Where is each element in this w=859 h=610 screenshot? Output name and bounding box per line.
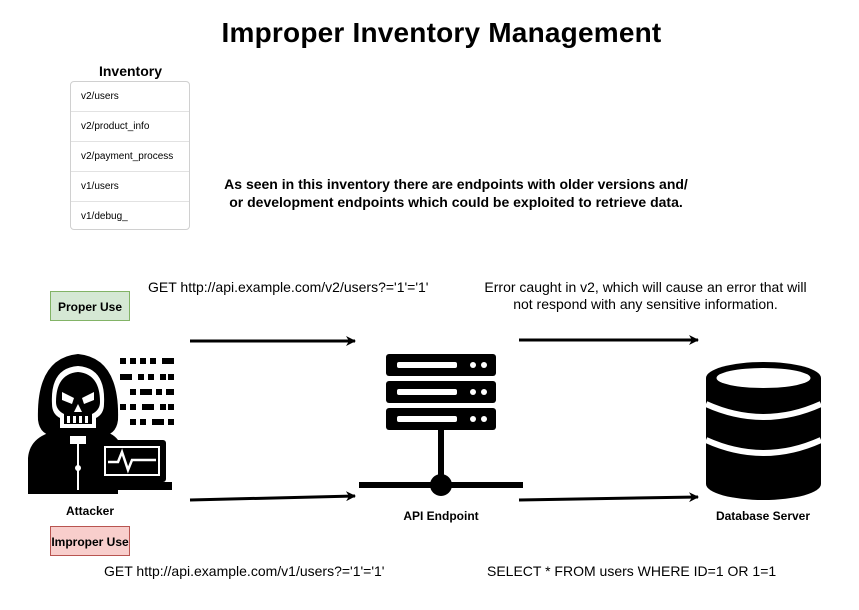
improper-use-tag: Improper Use bbox=[50, 526, 130, 556]
inventory-heading: Inventory bbox=[98, 63, 162, 79]
inventory-item-v1-debug: v1/debug_ bbox=[81, 211, 128, 222]
api-endpoint-label: API Endpoint bbox=[403, 509, 479, 523]
inventory-item-v2-users: v2/users bbox=[71, 82, 189, 112]
database-server-label: Database Server bbox=[715, 509, 811, 523]
attacker-label: Attacker bbox=[65, 504, 115, 518]
proper-response-text: Error caught in v2, which will cause an … bbox=[478, 279, 813, 313]
inventory-note-line1: As seen in this inventory there are endp… bbox=[224, 176, 688, 192]
arrow-attacker-to-api-improper bbox=[189, 491, 356, 502]
proper-use-tag: Proper Use bbox=[50, 291, 130, 321]
proper-response-line1: Error caught in v2, which will cause an … bbox=[484, 279, 807, 295]
arrow-api-to-db-improper bbox=[518, 492, 699, 503]
hacker-icon bbox=[28, 354, 174, 494]
inventory-note-line2: or development endpoints which could be … bbox=[229, 194, 683, 210]
improper-request-text: GET http://api.example.com/v1/users?='1'… bbox=[104, 563, 385, 579]
inventory-list: v2/users v2/product_info v2/payment_proc… bbox=[70, 81, 190, 230]
proper-response-line2: not respond with any sensitive informati… bbox=[513, 296, 778, 312]
improper-query-text: SELECT * FROM users WHERE ID=1 OR 1=1 bbox=[487, 563, 777, 579]
inventory-item-v2-payment-process: v2/payment_process bbox=[71, 142, 189, 172]
database-icon bbox=[704, 362, 823, 500]
inventory-note: As seen in this inventory there are endp… bbox=[200, 175, 712, 211]
page-title: Improper Inventory Management bbox=[221, 17, 662, 48]
proper-request-text: GET http://api.example.com/v2/users?='1'… bbox=[148, 279, 429, 295]
inventory-item-v2-product-info: v2/product_info bbox=[71, 112, 189, 142]
inventory-item-v1-users: v1/users bbox=[71, 172, 189, 202]
server-rack-icon bbox=[359, 354, 523, 496]
